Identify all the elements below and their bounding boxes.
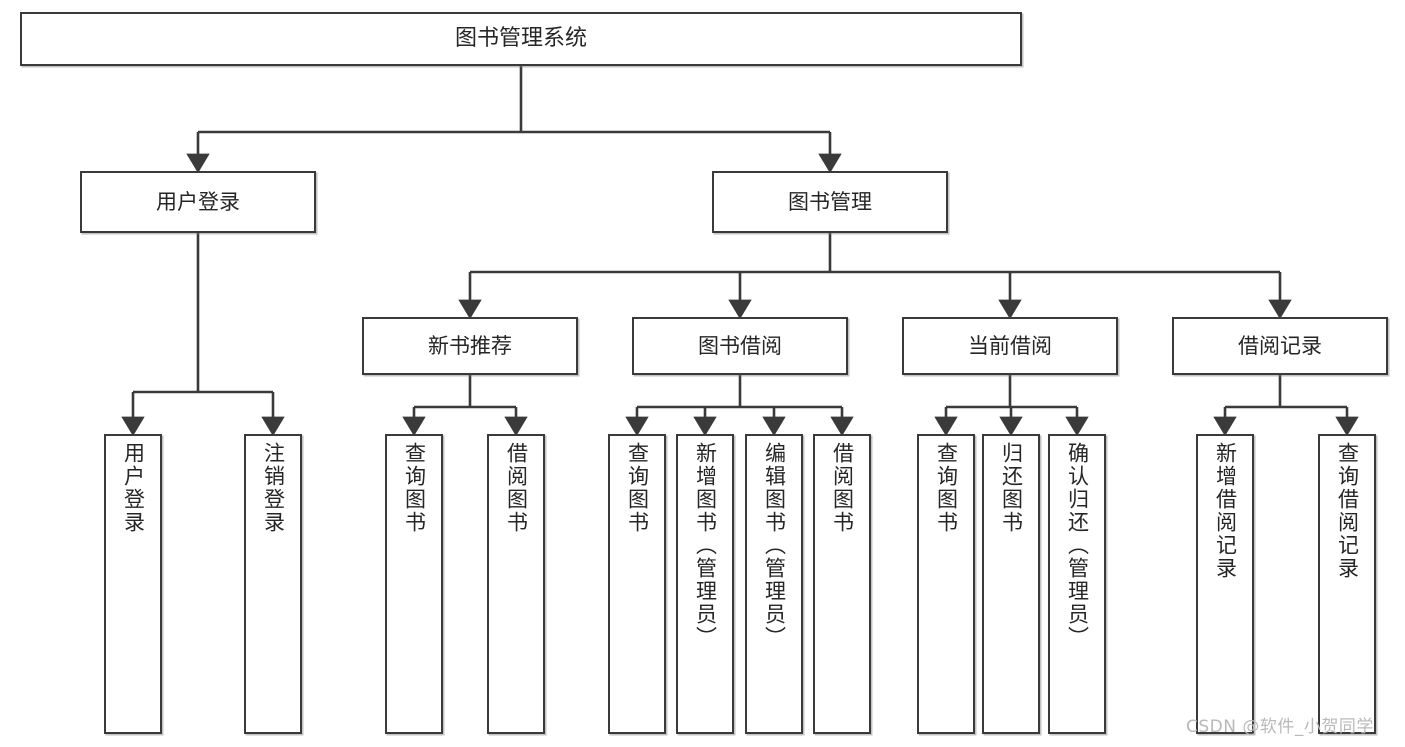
node-user-login-label: 用户登录 [156, 189, 240, 214]
csdn-watermark: CSDN @软件_小贺同学 [1186, 717, 1374, 737]
node-leaf-query-book-current-label: 查询图书 [934, 442, 959, 534]
node-leaf-query-borrow-record[interactable]: 查询借阅记录 [1318, 434, 1376, 734]
node-leaf-logout-label: 注销登录 [261, 442, 286, 534]
node-leaf-add-borrow-record[interactable]: 新增借阅记录 [1196, 434, 1254, 734]
node-leaf-add-borrow-record-label: 新增借阅记录 [1213, 442, 1238, 580]
node-leaf-add-book-admin-label: 新增图书（管理员） [693, 442, 718, 649]
node-root-label: 图书管理系统 [454, 26, 587, 52]
node-leaf-query-book-newbook[interactable]: 查询图书 [385, 434, 443, 734]
node-leaf-borrow-book-label: 借阅图书 [830, 442, 855, 534]
node-leaf-confirm-return-admin[interactable]: 确认归还（管理员） [1048, 434, 1106, 734]
node-current-borrow-label: 当前借阅 [968, 333, 1052, 358]
node-leaf-add-book-admin[interactable]: 新增图书（管理员） [676, 434, 734, 734]
node-user-login[interactable]: 用户登录 [80, 171, 316, 233]
node-leaf-query-book-borrow-label: 查询图书 [625, 442, 650, 534]
node-leaf-edit-book-admin-label: 编辑图书（管理员） [762, 442, 787, 649]
node-root[interactable]: 图书管理系统 [20, 12, 1022, 66]
node-leaf-query-book-borrow[interactable]: 查询图书 [608, 434, 666, 734]
node-leaf-return-book[interactable]: 归还图书 [982, 434, 1040, 734]
node-leaf-query-borrow-record-label: 查询借阅记录 [1335, 442, 1360, 580]
node-borrow-record[interactable]: 借阅记录 [1172, 317, 1388, 375]
node-leaf-confirm-return-admin-label: 确认归还（管理员） [1065, 442, 1090, 649]
node-new-book-recommend[interactable]: 新书推荐 [362, 317, 578, 375]
node-leaf-borrow-book-newbook[interactable]: 借阅图书 [487, 434, 545, 734]
node-leaf-borrow-book[interactable]: 借阅图书 [813, 434, 871, 734]
node-leaf-return-book-label: 归还图书 [999, 442, 1024, 534]
node-book-borrow-label: 图书借阅 [698, 333, 782, 358]
node-book-borrow[interactable]: 图书借阅 [632, 317, 848, 375]
node-leaf-borrow-book-newbook-label: 借阅图书 [504, 442, 529, 534]
node-leaf-edit-book-admin[interactable]: 编辑图书（管理员） [745, 434, 803, 734]
node-leaf-query-book-current[interactable]: 查询图书 [917, 434, 975, 734]
node-leaf-logout[interactable]: 注销登录 [244, 434, 302, 734]
node-current-borrow[interactable]: 当前借阅 [902, 317, 1118, 375]
node-book-management[interactable]: 图书管理 [712, 171, 948, 233]
node-book-management-label: 图书管理 [788, 189, 872, 214]
node-borrow-record-label: 借阅记录 [1238, 333, 1322, 358]
node-new-book-recommend-label: 新书推荐 [428, 333, 512, 358]
node-leaf-user-login-label: 用户登录 [121, 442, 146, 534]
node-leaf-user-login[interactable]: 用户登录 [104, 434, 162, 734]
node-leaf-query-book-newbook-label: 查询图书 [402, 442, 427, 534]
